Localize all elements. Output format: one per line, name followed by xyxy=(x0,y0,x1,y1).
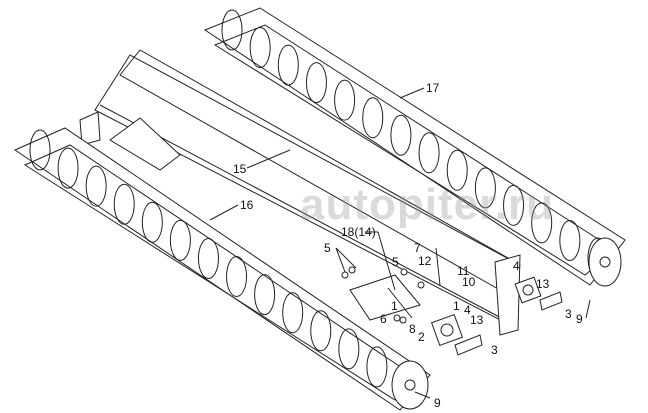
roller-rib xyxy=(254,274,276,316)
roller-rib xyxy=(197,237,219,279)
roller-rib xyxy=(249,27,271,69)
roller-rib xyxy=(531,202,553,244)
roller-rib xyxy=(85,165,107,207)
roller-rib xyxy=(310,310,332,352)
roller-rib xyxy=(29,129,51,171)
callout-1: 1 xyxy=(453,299,460,313)
callout-11: 11 xyxy=(457,264,470,278)
callout-5: 5 xyxy=(324,241,331,255)
callout-5: 5 xyxy=(392,255,399,269)
roller-17 xyxy=(203,7,626,287)
callout-2: 2 xyxy=(418,330,425,344)
callout-3: 3 xyxy=(565,307,572,321)
watermark: autopiter.ru xyxy=(300,180,555,229)
callout-9: 9 xyxy=(576,312,583,326)
roller-rib xyxy=(141,201,163,243)
callout-18-14: 18(14) xyxy=(341,225,376,239)
callout-4: 4 xyxy=(513,259,520,273)
roller-rib xyxy=(474,167,496,209)
roller-rib xyxy=(559,219,581,261)
roller-rib xyxy=(169,219,191,261)
callout-13: 13 xyxy=(470,313,484,327)
leader-lines xyxy=(209,87,591,399)
callout-10: 10 xyxy=(462,275,476,289)
callout-7: 7 xyxy=(414,241,421,255)
roller-rib xyxy=(503,184,525,226)
callout-8: 8 xyxy=(409,322,416,336)
callout-4: 4 xyxy=(464,303,471,317)
roller-rib xyxy=(418,132,440,174)
bearing-assembly xyxy=(341,247,563,356)
callout-1: 1 xyxy=(391,299,398,313)
roller-rib xyxy=(282,292,304,334)
frame-15 xyxy=(79,49,521,336)
roller-rib xyxy=(446,149,468,191)
roller-16 xyxy=(13,127,431,411)
roller-rib xyxy=(221,9,243,51)
callout-16: 16 xyxy=(240,198,254,212)
callout-6: 6 xyxy=(380,312,387,326)
roller-rib xyxy=(338,328,360,370)
roller-rib xyxy=(57,147,79,189)
roller-rib xyxy=(226,256,248,298)
roller-rib xyxy=(277,44,299,86)
roller-rib xyxy=(390,114,412,156)
callout-13: 13 xyxy=(536,277,550,291)
callout-17: 17 xyxy=(426,81,440,95)
callout-9: 9 xyxy=(434,396,441,410)
roller-rib xyxy=(113,183,135,225)
callout-12: 12 xyxy=(418,254,432,268)
callout-3: 3 xyxy=(491,343,498,357)
roller-rib xyxy=(305,62,327,104)
callout-15: 15 xyxy=(233,162,247,176)
roller-rib xyxy=(334,79,356,121)
roller-rib xyxy=(366,346,388,388)
roller-rib xyxy=(362,97,384,139)
